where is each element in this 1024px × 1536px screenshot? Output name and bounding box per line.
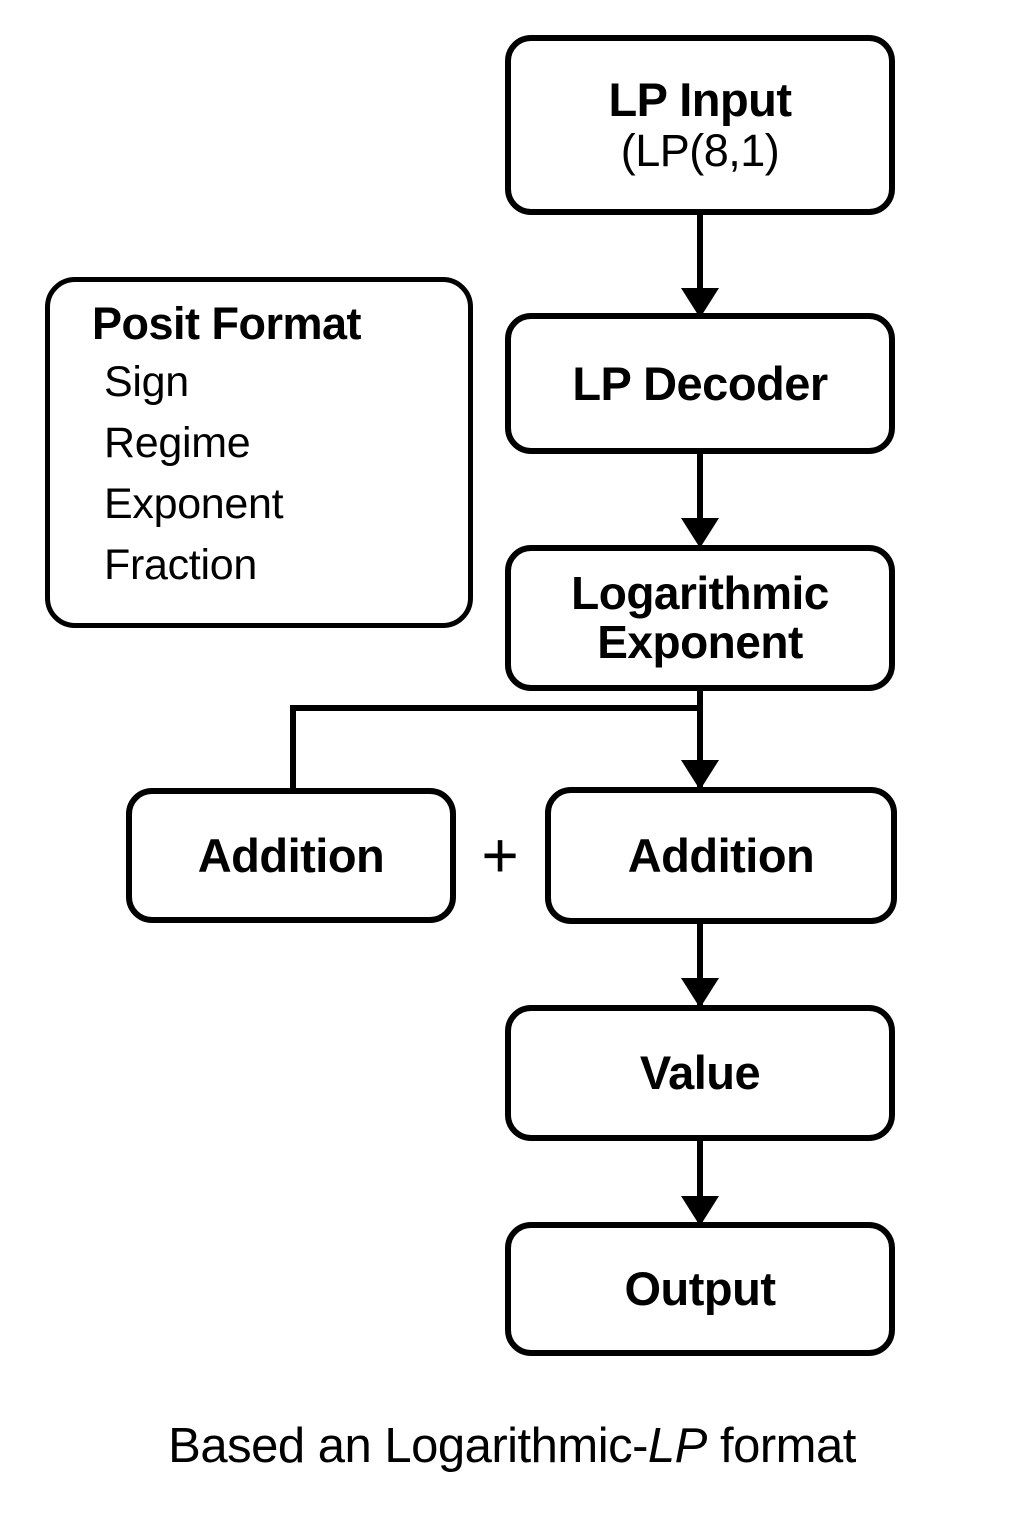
- connector-addition-right-to-value: [697, 920, 703, 1008]
- arrowhead-icon-addition-right-to-value: [681, 978, 719, 1008]
- posit-format-item-sign: Sign: [104, 357, 189, 406]
- node-addition-left-title: Addition: [197, 828, 385, 882]
- node-lp-input[interactable]: LP Input (LP(8,1): [505, 35, 895, 215]
- node-logarithmic-exponent[interactable]: Logarithmic Exponent: [505, 545, 895, 691]
- connector-lp-input-to-lp-decoder: [697, 210, 703, 292]
- diagram-caption: Based an Logarithmic-LP format: [0, 1418, 1024, 1474]
- arrowhead-icon-value-to-output: [681, 1196, 719, 1226]
- connector-logarithmic-exponent-to-addition-right: [697, 687, 703, 792]
- node-logarithmic-exponent-title: Logarithmic Exponent: [571, 567, 829, 668]
- connector-branch-to-addition-left: [290, 705, 296, 791]
- caption-prefix: Based an Logarithmic-: [168, 1419, 648, 1473]
- node-lp-decoder[interactable]: LP Decoder: [505, 313, 895, 454]
- connector-branch-horizontal: [290, 705, 700, 711]
- plus-operator-symbol: +: [470, 820, 530, 890]
- caption-suffix: format: [706, 1419, 856, 1473]
- node-value-title: Value: [639, 1046, 761, 1100]
- node-output-title: Output: [624, 1262, 777, 1316]
- connector-value-to-output: [697, 1137, 703, 1227]
- posit-format-list: Sign Regime Exponent Fraction: [86, 352, 284, 596]
- posit-format-item-regime: Regime: [104, 418, 251, 467]
- node-lp-decoder-title: LP Decoder: [572, 356, 828, 410]
- posit-format-item-exponent: Exponent: [104, 479, 284, 528]
- arrowhead-icon-logarithmic-exponent-to-addition-right: [681, 760, 719, 790]
- node-lp-input-subtitle: (LP(8,1): [620, 125, 780, 177]
- node-addition-right[interactable]: Addition: [545, 787, 897, 924]
- caption-italic-lp: LP: [647, 1419, 707, 1473]
- node-lp-input-title: LP Input: [608, 73, 792, 127]
- node-addition-right-title: Addition: [627, 828, 815, 882]
- posit-format-title: Posit Format: [92, 298, 362, 349]
- node-posit-format[interactable]: Posit Format Sign Regime Exponent Fracti…: [45, 277, 473, 628]
- node-addition-left[interactable]: Addition: [126, 788, 456, 923]
- posit-format-item-fraction: Fraction: [104, 540, 257, 589]
- node-value[interactable]: Value: [505, 1005, 895, 1141]
- connector-lp-decoder-to-logarithmic-exponent: [697, 450, 703, 522]
- node-output[interactable]: Output: [505, 1222, 895, 1356]
- arrowhead-icon-lp-decoder-to-logarithmic-exponent: [681, 518, 719, 548]
